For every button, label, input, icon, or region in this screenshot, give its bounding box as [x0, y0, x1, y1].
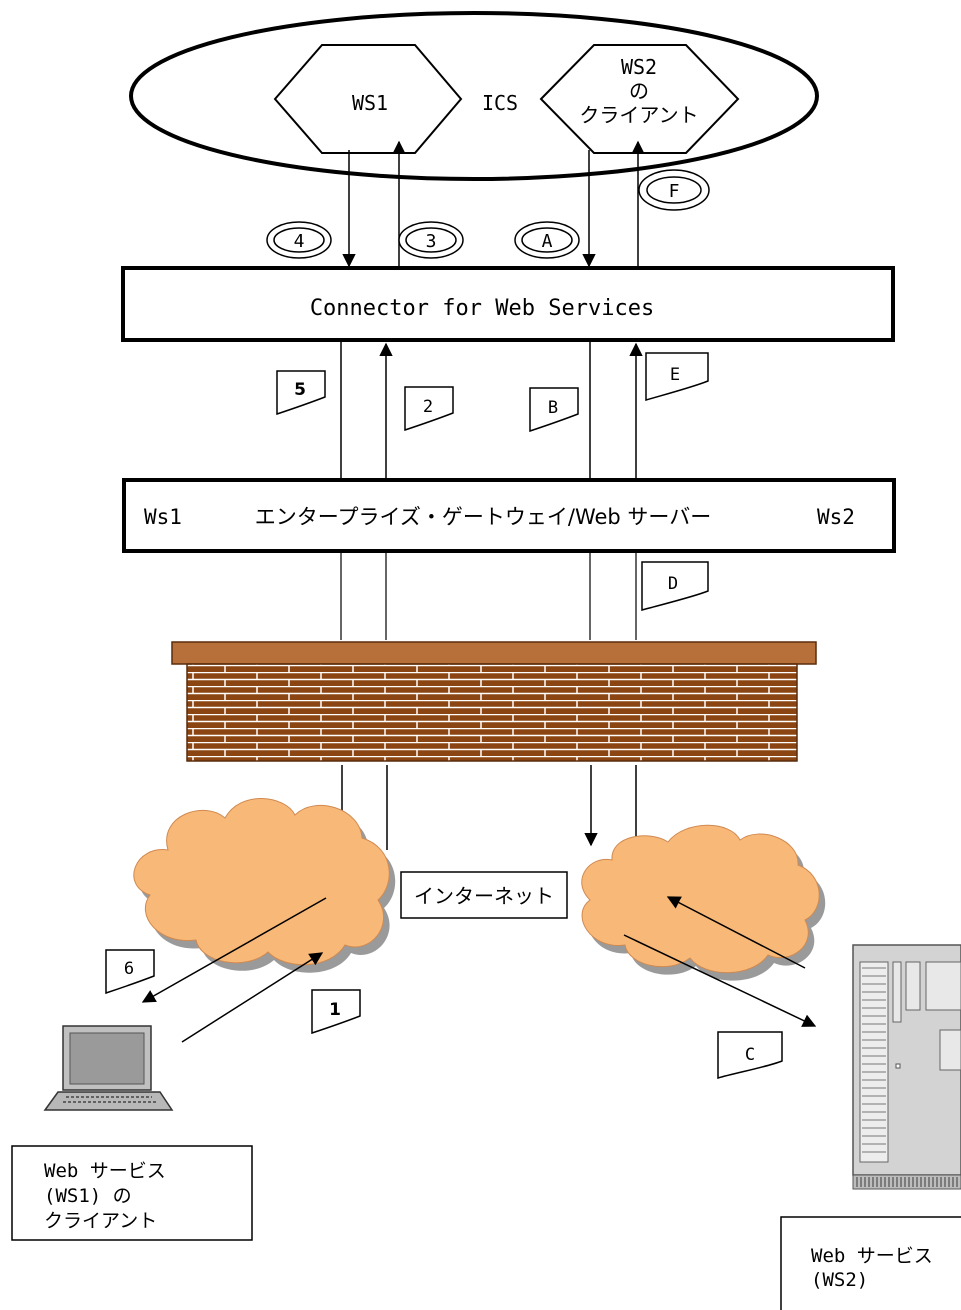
gateway-box	[122, 478, 896, 553]
gateway-ws2-label: Ws2	[817, 505, 855, 529]
message-label-d: D	[668, 574, 678, 594]
ws2-client-label-line1: WS2	[621, 55, 657, 79]
server-ws2-line1: Web サービス	[811, 1245, 933, 1267]
message-label-2: 2	[423, 397, 433, 417]
connector-box	[121, 266, 895, 342]
arrow-return-ws2	[666, 896, 806, 969]
ws1-hexagon	[273, 44, 463, 154]
server-ws2-box	[780, 1216, 961, 1310]
message-1: 1	[311, 989, 361, 1035]
internet-cloud-right	[581, 824, 826, 981]
message-label-e: E	[670, 365, 680, 385]
message-label-c: C	[745, 1045, 755, 1065]
message-label-1: 1	[329, 1000, 341, 1020]
client-ws1-box	[11, 1145, 253, 1241]
ics-label: ICS	[482, 91, 518, 115]
server-icon	[852, 944, 961, 1190]
arrow-6	[141, 897, 327, 1003]
gateway-label: エンタープライズ・ゲートウェイ/Web サーバー	[255, 505, 711, 529]
ws2-client-label-line3: クライアント	[579, 103, 698, 127]
internet-label-box	[400, 871, 568, 919]
message-b: B	[529, 387, 579, 433]
internet-label: インターネット	[414, 884, 554, 908]
step-label-a: A	[542, 231, 553, 252]
step-badge-a: A	[514, 221, 580, 259]
client-ws1-line1: Web サービス	[44, 1160, 166, 1182]
arrow-c	[623, 934, 817, 1027]
message-e: E	[645, 352, 709, 402]
step-label-f: F	[669, 181, 680, 202]
message-c: C	[717, 1031, 783, 1080]
message-6: 6	[105, 949, 155, 995]
client-ws1-line2: (WS1) の	[44, 1185, 132, 1207]
server-ws2-line2: (WS2)	[811, 1269, 868, 1291]
message-label-5: 5	[294, 380, 306, 400]
message-5: 5	[276, 370, 326, 416]
ws2-client-hexagon	[539, 44, 740, 154]
step-badge-4: 4	[266, 221, 332, 259]
message-label-6: 6	[124, 959, 134, 979]
connector-label: Connector for Web Services	[310, 296, 654, 321]
firewall	[171, 641, 817, 762]
ws2-client-label-line2: の	[629, 79, 649, 103]
step-label-3: 3	[426, 231, 437, 252]
step-badge-f: F	[638, 169, 710, 211]
message-2: 2	[404, 386, 454, 432]
laptop-icon	[43, 1025, 174, 1111]
step-label-4: 4	[294, 231, 305, 252]
client-ws1-line3: クライアント	[44, 1210, 157, 1232]
message-label-b: B	[548, 398, 558, 418]
internet-cloud-left	[133, 798, 396, 973]
gateway-ws1-label: Ws1	[144, 505, 182, 529]
step-badge-3: 3	[398, 221, 464, 259]
ws1-label: WS1	[352, 91, 388, 115]
message-d: D	[641, 561, 709, 611]
arrow-1	[181, 952, 324, 1043]
